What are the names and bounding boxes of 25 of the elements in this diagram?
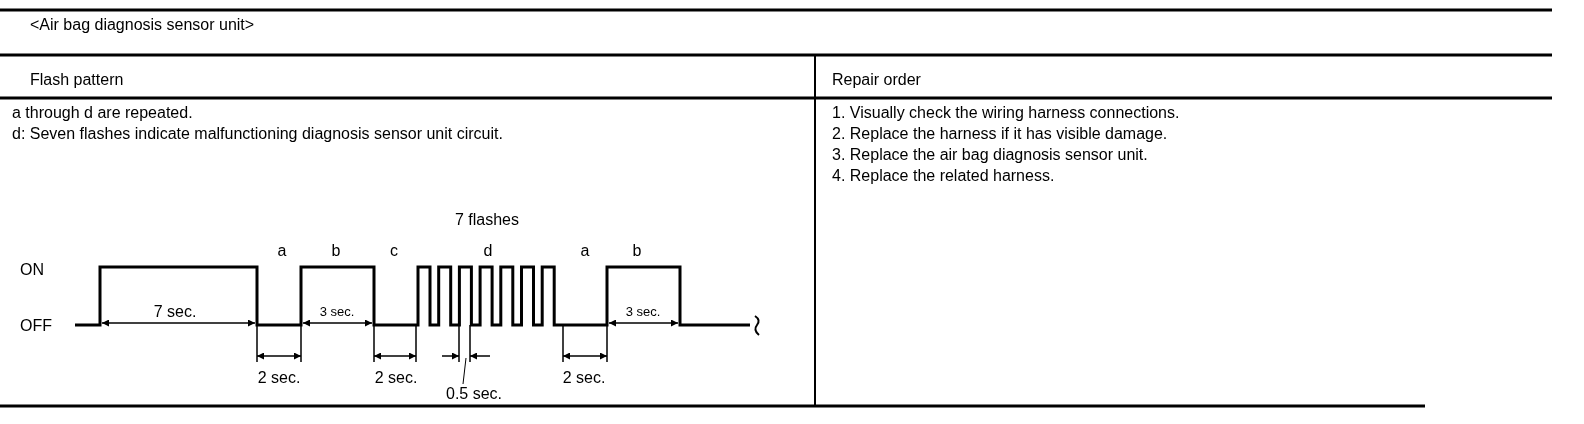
duration-label: 7 sec. bbox=[153, 302, 197, 322]
note-text: d: Seven flashes indicate malfunctioning diagnosis sensor unit circuit. bbox=[12, 124, 504, 144]
repair-step: 2. Replace the harness if it has visible damage. bbox=[832, 124, 1168, 144]
pulse-label: a bbox=[580, 241, 590, 261]
duration-label: 3 sec. bbox=[319, 303, 355, 321]
flash-count-label: 7 flashes bbox=[455, 210, 519, 230]
duration-label: 2 sec. bbox=[374, 368, 418, 388]
column-header: Flash pattern bbox=[30, 70, 124, 90]
duration-label: 2 sec. bbox=[257, 368, 301, 388]
signal-label: OFF bbox=[20, 316, 52, 336]
repair-step: 4. Replace the related harness. bbox=[832, 166, 1055, 186]
duration-label: 2 sec. bbox=[562, 368, 606, 388]
signal-label: ON bbox=[20, 260, 44, 280]
pulse-label: b bbox=[632, 241, 642, 261]
pulse-label: a bbox=[277, 241, 287, 261]
note-text: a through d are repeated. bbox=[12, 103, 193, 123]
column-header: Repair order bbox=[832, 70, 921, 90]
pulse-label: b bbox=[331, 241, 341, 261]
duration-label: 3 sec. bbox=[625, 303, 661, 321]
repair-step: 1. Visually check the wiring harness connections. bbox=[832, 103, 1180, 123]
repair-step: 3. Replace the air bag diagnosis sensor unit. bbox=[832, 145, 1148, 165]
table-title: <Air bag diagnosis sensor unit> bbox=[30, 15, 255, 35]
pulse-label: d bbox=[483, 241, 493, 261]
pulse-label: c bbox=[390, 241, 398, 261]
duration-label: 0.5 sec. bbox=[446, 386, 502, 402]
